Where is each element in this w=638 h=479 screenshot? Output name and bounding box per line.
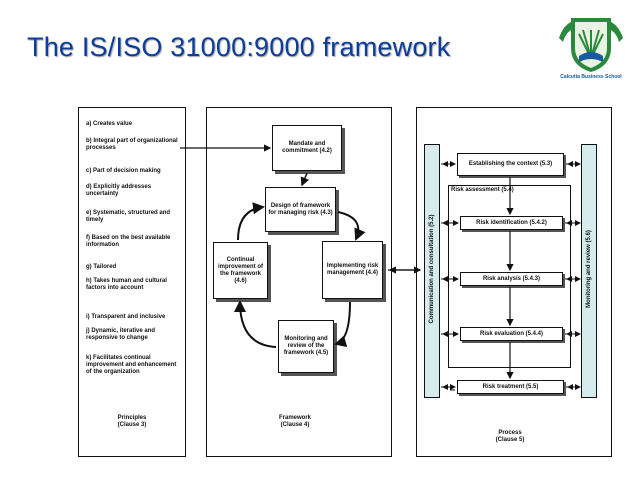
framework-caption: Framework (Clause 4) [278, 415, 311, 428]
process-caption: Process (Clause 5) [495, 430, 525, 443]
risk-identification-box: Risk identification (5.4.2) [460, 216, 563, 230]
principle-item: k) Facilitates continual improvement and… [86, 355, 177, 375]
implementing-box: Implementing risk management (4.4) [322, 241, 383, 299]
arrow-implementing-to-monitoring [334, 301, 351, 348]
continual-improvement-box: Continual improvement of the framework (… [213, 242, 268, 299]
principle-item: c) Part of decision making [86, 168, 161, 174]
logo-caption: Calcutta Business School [560, 74, 622, 80]
slide-title: The IS/ISO 31000:9000 framework [27, 32, 451, 62]
principles-panel [78, 107, 186, 457]
principle-item: a) Creates value [86, 121, 133, 127]
mandate-box: Mandate and commitment (4.2) [272, 125, 342, 171]
principle-item: g) Tailored [86, 264, 117, 270]
principle-item: j) Dynamic, iterative and responsive to … [86, 328, 156, 341]
design-box: Design of framework for managing risk (4… [265, 187, 336, 232]
arrow-design-to-implementing [337, 211, 366, 241]
communication-bar [424, 144, 440, 398]
risk-evaluation-box: Risk evaluation (5.4.4) [460, 327, 563, 341]
principle-item: h) Takes human and cultural factors into… [86, 278, 167, 291]
risk-treatment-box: Risk treatment (5.5) [457, 380, 564, 394]
principle-item: i) Transparent and inclusive [86, 314, 166, 320]
risk-analysis-box: Risk analysis (5.4.3) [460, 272, 563, 286]
principle-item: d) Explicitly addresses uncertainty [86, 184, 152, 197]
arrow-mandate-to-design [300, 172, 310, 187]
principle-item: f) Based on the best available informati… [86, 235, 171, 248]
school-logo [559, 18, 623, 72]
principle-item: e) Systematic, structured and timely [86, 210, 171, 223]
monitoring-bar [581, 144, 597, 398]
principle-item: b) Integral part of organizational proce… [86, 138, 178, 151]
monitoring-framework-box: Monitoring and review of the framework (… [278, 320, 334, 373]
arrow-continual-to-design [237, 202, 265, 241]
communication-links [441, 161, 459, 390]
principles-caption: Principles (Clause 3) [117, 415, 147, 428]
establishing-context-box: Establishing the context (5.3) [457, 153, 564, 176]
risk-assessment-label: Risk assessment (5.4) [451, 187, 514, 193]
monitoring-links [565, 161, 581, 390]
arrow-monitoring-to-continual [234, 300, 277, 348]
